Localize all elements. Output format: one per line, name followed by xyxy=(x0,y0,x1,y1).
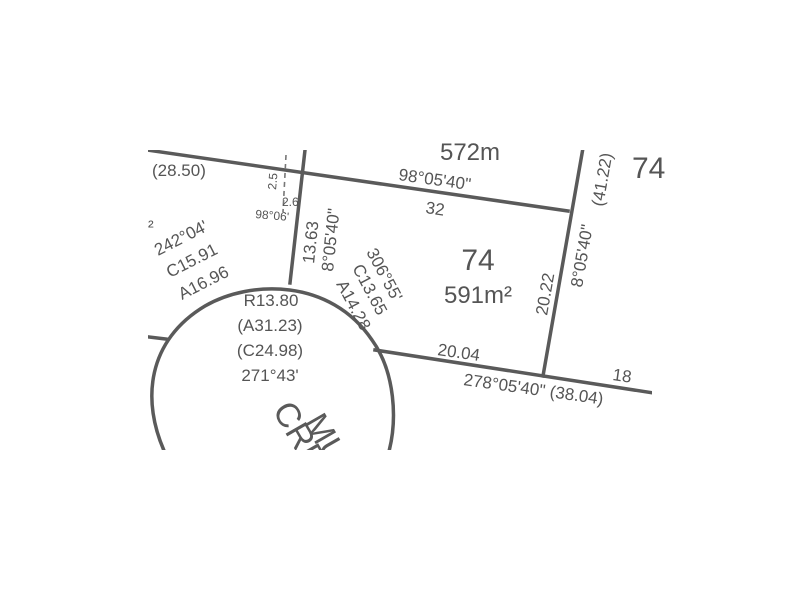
lot-labels: 74 591m² 74 572m ² xyxy=(148,139,665,309)
left-boundary-line xyxy=(288,150,307,285)
left-side-bearing: 8°05'40" xyxy=(318,207,344,272)
left-lot-area-fragment: ² xyxy=(148,217,154,236)
top-bearing: 98°05'40" xyxy=(397,165,472,194)
top-left-distance: (28.50) xyxy=(152,161,206,180)
bottom-right-distance: 18 xyxy=(611,365,632,386)
left-road-stub xyxy=(148,335,168,341)
right-boundary-line xyxy=(540,150,585,379)
chord-bearing: 271°43' xyxy=(241,366,298,385)
cul-de-sac-curve xyxy=(150,287,396,450)
lot-number: 74 xyxy=(461,244,494,277)
arc-total: (A31.23) xyxy=(237,316,302,335)
bottom-boundary-line xyxy=(373,348,652,395)
boundary-lines xyxy=(148,150,652,450)
right-distance-total: (41.22) xyxy=(588,151,616,207)
top-distance: 32 xyxy=(424,198,445,219)
top-boundary-line xyxy=(148,150,570,213)
street-name: MUR CRE xyxy=(265,395,368,450)
truncation-line xyxy=(282,154,287,213)
curve-radius: R13.80 xyxy=(244,291,299,310)
right-lot-number-fragment: 74 xyxy=(632,152,665,185)
truncation-bearing: 98°06' xyxy=(255,207,290,224)
top-lot-area-fragment: 572m xyxy=(440,139,500,166)
right-bearing: 8°05'40" xyxy=(567,223,597,289)
truncation-2-5: 2.5 xyxy=(265,172,280,190)
truncation-2-6: 2.6 xyxy=(282,195,299,209)
chord-total: (C24.98) xyxy=(237,341,303,360)
lot-area: 591m² xyxy=(444,282,512,309)
left-side-distance: 13.63 xyxy=(299,220,322,264)
